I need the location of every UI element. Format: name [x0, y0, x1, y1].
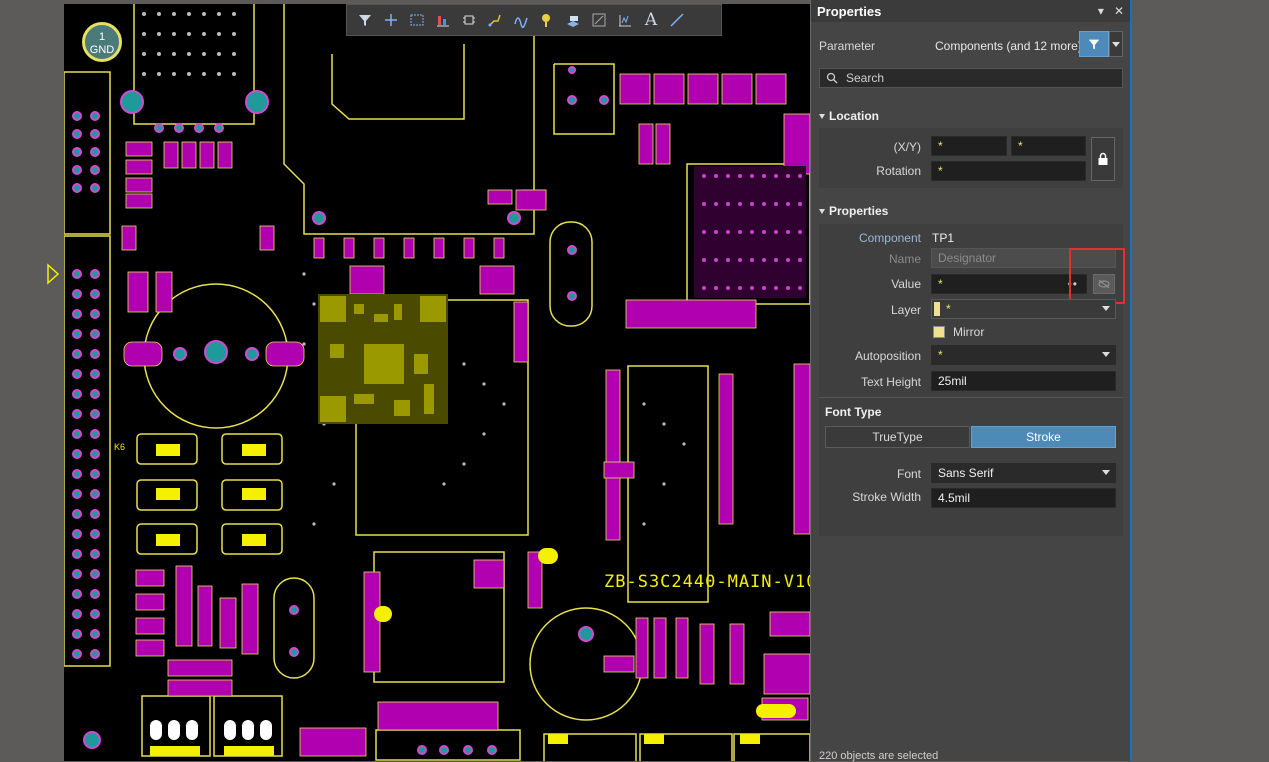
autoposition-label-row: Autoposition — [831, 349, 921, 363]
collapse-icon — [819, 113, 825, 119]
text-icon[interactable]: A — [644, 10, 658, 30]
stroke-tab[interactable]: Stroke — [971, 426, 1116, 448]
mirror-label: Mirror — [953, 325, 985, 339]
filter-icon — [1088, 39, 1100, 50]
pin-icon[interactable] — [535, 8, 559, 32]
collapse-icon — [819, 208, 825, 214]
pcb-artwork — [64, 4, 810, 761]
search-input[interactable]: Search — [819, 68, 1123, 88]
font-type-label: Font Type — [825, 405, 882, 419]
component-icon[interactable] — [457, 8, 481, 32]
parameter-value-row[interactable]: Components (and 12 more) — [935, 36, 1082, 56]
value-label-row: Value — [841, 277, 921, 291]
cross-icon[interactable] — [379, 8, 403, 32]
chart-icon[interactable] — [613, 8, 637, 32]
component-value-row: TP1 — [932, 231, 954, 245]
xy-label: (X/Y) — [893, 140, 921, 154]
font-label: Font — [896, 467, 921, 481]
truetype-tab[interactable]: TrueType — [825, 426, 970, 448]
layer-value: * — [946, 302, 951, 316]
autoposition-dropdown[interactable]: * — [931, 345, 1116, 365]
name-label: Name — [888, 252, 921, 266]
component-value: TP1 — [932, 231, 955, 245]
align-icon[interactable] — [431, 8, 455, 32]
filter-dropdown-button[interactable] — [1109, 31, 1123, 57]
truetype-label: TrueType — [872, 430, 923, 444]
rotation-label: Rotation — [876, 164, 921, 178]
name-label-row: Name — [841, 252, 921, 266]
filter-button[interactable] — [1079, 31, 1109, 57]
text-height-label-row: Text Height — [831, 375, 921, 389]
properties-section-header[interactable]: Properties — [819, 203, 1115, 219]
layer-label-row: Layer — [841, 303, 921, 317]
stroke-width-label-row: Stroke Width — [831, 490, 921, 504]
autoposition-value: * — [938, 348, 943, 362]
route-icon[interactable] — [483, 8, 507, 32]
filter-icon[interactable] — [353, 8, 377, 32]
font-type-label-row: Font Type — [825, 405, 881, 419]
location-section-title: Location — [829, 109, 879, 123]
close-icon[interactable]: ✕ — [1113, 4, 1124, 18]
line-icon[interactable] — [665, 8, 689, 32]
visibility-toggle-button[interactable] — [1093, 274, 1115, 294]
silkscreen-text: ZB-S3C2440-MAIN-V10- — [604, 572, 810, 592]
layer-label: Layer — [890, 303, 921, 317]
parameter-row: Parameter — [819, 36, 1119, 56]
region-icon[interactable] — [587, 8, 611, 32]
xy-label-row: (X/Y) — [871, 140, 921, 154]
font-value: Sans Serif — [938, 466, 994, 480]
board-edge-arrow-icon — [47, 263, 60, 285]
chevron-down-icon — [1102, 306, 1110, 311]
rotation-field[interactable]: * — [931, 161, 1086, 181]
component-label-row: Component — [841, 231, 921, 245]
highlight-box — [1069, 248, 1125, 304]
layer-dropdown[interactable]: * — [931, 299, 1116, 319]
ref-label: K6 — [114, 442, 126, 452]
panel-menu-icon[interactable]: ▾ — [1097, 4, 1104, 18]
search-icon — [826, 72, 838, 84]
stroke-width-field[interactable]: 4.5mil — [931, 488, 1116, 508]
panel-header: Properties ▾ ✕ — [811, 0, 1130, 22]
location-section-header[interactable]: Location — [819, 108, 1115, 124]
search-placeholder: Search — [846, 71, 885, 85]
stroke-label: Stroke — [1026, 430, 1061, 444]
chevron-down-icon — [1102, 470, 1110, 475]
panel-title: Properties — [817, 3, 882, 19]
mirror-row[interactable]: Mirror — [933, 325, 984, 339]
value-label: Value — [891, 277, 921, 291]
parameter-label: Parameter — [819, 39, 876, 53]
layer-color-swatch — [934, 302, 940, 316]
chevron-down-icon — [1102, 352, 1110, 357]
status-text: 220 objects are selected — [819, 750, 939, 762]
value-text: * — [938, 277, 943, 291]
select-rect-icon[interactable] — [405, 8, 429, 32]
font-label-row: Font — [841, 467, 921, 481]
component-label: Component — [858, 231, 921, 245]
active-bar-toolbar: A — [346, 4, 722, 36]
x-field[interactable]: * — [931, 136, 1007, 156]
text-height-label: Text Height — [860, 375, 921, 389]
divider — [819, 397, 1123, 398]
pad-icon[interactable] — [561, 8, 585, 32]
autoposition-label: Autoposition — [854, 349, 921, 363]
eye-hidden-icon — [1098, 279, 1110, 289]
parameter-value[interactable]: Components (and 12 more) — [935, 39, 1082, 53]
font-dropdown[interactable]: Sans Serif — [931, 463, 1116, 483]
lock-button[interactable] — [1091, 137, 1115, 181]
lock-icon — [1098, 152, 1108, 165]
mirror-checkbox[interactable] — [933, 326, 945, 338]
value-field[interactable]: * •• — [931, 274, 1087, 294]
stroke-width-label: Stroke Width — [852, 490, 921, 504]
properties-section-title: Properties — [829, 204, 889, 218]
more-icon[interactable]: •• — [1067, 277, 1078, 291]
wave-icon[interactable] — [509, 8, 533, 32]
y-field[interactable]: * — [1011, 136, 1086, 156]
chevron-down-icon — [1112, 42, 1120, 47]
text-height-field[interactable]: 25mil — [931, 371, 1116, 391]
properties-panel: Properties ▾ ✕ Parameter Components (and… — [810, 0, 1132, 762]
rotation-label-row: Rotation — [851, 164, 921, 178]
status-row: 220 objects are selected — [819, 750, 938, 762]
